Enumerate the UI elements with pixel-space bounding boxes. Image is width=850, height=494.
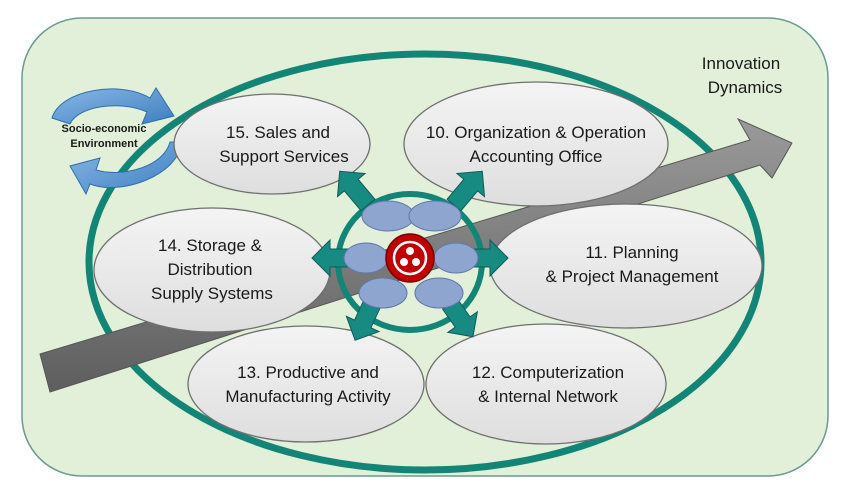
node-label-line: & Project Management — [546, 267, 719, 286]
node-label-line: 10. Organization & Operation — [426, 123, 646, 142]
hub-core-dot — [406, 247, 414, 255]
node-label-organization: 10. Organization & Operation Accounting … — [426, 123, 646, 166]
hub-core-dot — [400, 258, 408, 266]
hub-oval — [414, 277, 464, 309]
hub-oval — [343, 242, 389, 274]
arrow-to-storage — [311, 238, 351, 278]
node-bubble-computerization — [425, 323, 667, 445]
hub-core-ring — [392, 240, 428, 276]
node-label-line: Manufacturing Activity — [225, 387, 391, 406]
node-label-computerization: 12. Computerization & Internal Network — [472, 363, 624, 406]
node-label-line: 13. Productive and — [237, 363, 379, 382]
node-label-line: 14. Storage & — [158, 236, 263, 255]
cycle-arrow-upper — [51, 87, 175, 125]
node-bubble-organization — [403, 81, 669, 207]
node-bubble-sales — [173, 93, 371, 195]
arrow-to-organization — [446, 170, 486, 212]
node-label-line: 12. Computerization — [472, 363, 624, 382]
corner-label-line2: Dynamics — [708, 78, 783, 97]
node-label-line: & Internal Network — [478, 387, 618, 406]
socio-economic-cycle: Socio-economic Environment — [51, 87, 183, 196]
hub-core-dot — [412, 258, 420, 266]
node-label-storage: 14. Storage & Distribution Supply System… — [151, 236, 273, 303]
connector-arrows — [311, 170, 509, 341]
arrow-to-productive — [345, 299, 381, 341]
hub — [343, 200, 479, 309]
node-label-line: 11. Planning — [585, 243, 678, 262]
hub-oval — [361, 200, 415, 232]
arrow-to-computerization — [441, 298, 479, 338]
node-label-sales: 15. Sales and Support Services — [219, 123, 348, 166]
hub-oval — [433, 242, 479, 274]
cycle-label-line2: Environment — [70, 138, 138, 150]
cycle-arrow-lower — [69, 141, 183, 196]
arrow-to-sales — [336, 170, 376, 212]
node-bubble-planning — [489, 203, 763, 329]
node-label-line: 15. Sales and — [226, 123, 330, 142]
node-bubble-productive — [187, 325, 425, 443]
node-label-line: Distribution — [167, 260, 252, 279]
node-label-line: Support Services — [219, 147, 348, 166]
node-label-planning: 11. Planning & Project Management — [546, 243, 719, 286]
cycle-label-line1: Socio-economic — [62, 123, 147, 135]
hub-oval — [358, 277, 408, 309]
node-label-line: Supply Systems — [151, 284, 273, 303]
node-label-productive: 13. Productive and Manufacturing Activit… — [225, 363, 391, 406]
hub-oval — [408, 200, 462, 232]
corner-label-line1: Innovation — [702, 54, 780, 73]
node-label-line: Accounting Office — [470, 147, 603, 166]
